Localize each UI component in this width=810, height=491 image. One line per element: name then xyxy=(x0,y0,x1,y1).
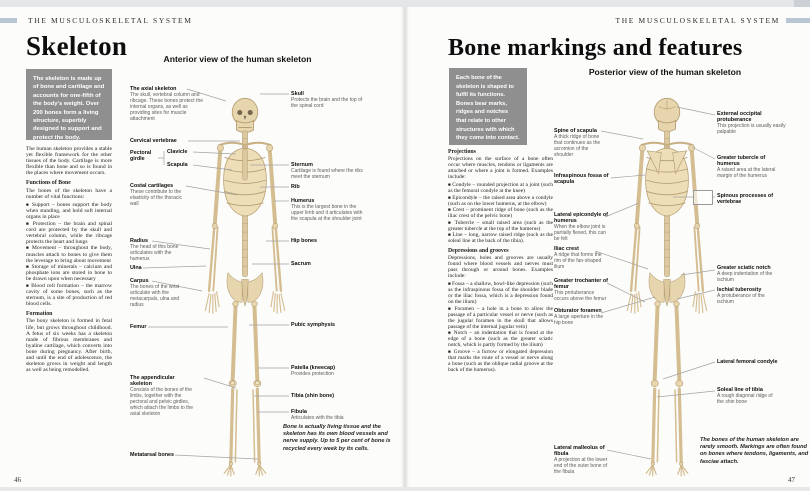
section-heading-projections: Projections xyxy=(448,149,476,155)
page-number-left: 46 xyxy=(14,476,21,484)
page-corner xyxy=(794,0,810,11)
right-page: THE MUSCULOSKELETAL SYSTEM Bone markings… xyxy=(405,7,810,487)
figure-caption-right: The bones of the human skeleton are rare… xyxy=(700,437,809,465)
left-page: THE MUSCULOSKELETAL SYSTEM Skeleton The … xyxy=(0,7,405,487)
label-patella: Patella (kneecap)Provides protection xyxy=(291,365,336,378)
intro-box: The skeleton is made up of bone and cart… xyxy=(26,69,112,141)
section-heading-formation: Formation xyxy=(26,311,53,318)
page-top-edge xyxy=(0,0,810,7)
bullet-item: Protection – the brain and spinal cord a… xyxy=(26,221,112,245)
scapula-left xyxy=(646,150,662,175)
bullet-item: Blood cell formation – the marrow cavity… xyxy=(26,283,112,307)
section-lead: Projections on the surface of a bone oft… xyxy=(448,156,553,180)
skull-suture xyxy=(658,99,676,111)
bullet-item: Tubercle – small raised area (such as th… xyxy=(448,220,553,232)
figure-caption-left: Bone is actually living tissue and the s… xyxy=(283,424,391,452)
figure-title-posterior: Posterior view of the human skeleton xyxy=(588,67,742,77)
page-number-right: 47 xyxy=(788,476,795,484)
label-desc: The skull, vertebral column and ribcage.… xyxy=(130,92,204,123)
label-femur: Femur xyxy=(130,324,147,330)
page-header-right: THE MUSCULOSKELETAL SYSTEM xyxy=(405,13,810,27)
label-ulna: Ulna xyxy=(130,265,142,271)
header-title: THE MUSCULOSKELETAL SYSTEM xyxy=(28,16,193,25)
label-rib: Rib xyxy=(291,184,300,190)
bullet-item: Epicondyle – the raised area above a con… xyxy=(448,195,553,207)
section-heading-functions: Functions of Bone xyxy=(26,180,71,187)
label-hip-bones: Hip bones xyxy=(291,238,318,244)
label-name: The axial skeleton xyxy=(130,86,177,92)
bullet-item: Foramen – a hole in a bone to allow the … xyxy=(448,306,553,330)
header-accent-bar xyxy=(786,18,810,23)
header-accent-bar xyxy=(0,18,17,23)
section-heading-depressions: Depressions and grooves xyxy=(448,248,509,254)
eye-socket xyxy=(237,109,243,116)
body-text-column: Projections Projections on the surface o… xyxy=(448,149,553,373)
posterior-skeleton-illustration xyxy=(626,97,708,477)
label-sacrum: Sacrum xyxy=(291,261,311,267)
scapula-right xyxy=(672,150,688,175)
label-scapula: Scapula xyxy=(167,162,188,168)
label-tibia: Tibia (shin bone) xyxy=(291,393,335,399)
label-pectoral-girdle: Pectoral girdle xyxy=(130,150,152,163)
label-clavicle: Clavicle xyxy=(167,149,188,155)
bullet-item: Groove – a furrow or elongated depressio… xyxy=(448,349,553,373)
intro-box: Each bone of the skeleton is shaped to f… xyxy=(449,68,527,145)
left-page-title: Skeleton xyxy=(26,31,128,61)
bullet-item: Line – long, narrow raised ridge (such a… xyxy=(448,232,553,244)
label-pubic-symphysis: Pubic symphysis xyxy=(291,322,336,328)
page-header-left: THE MUSCULOSKELETAL SYSTEM xyxy=(0,13,405,27)
label-cervical-vertebrae: Cervical vertebrae xyxy=(130,138,177,144)
label-lateral-femoral-condyle: Lateral femoral condyle xyxy=(717,359,778,365)
bullet-item: Crest – prominent ridge of bone (such as… xyxy=(448,207,553,219)
bullet-item: Support – bones support the body when st… xyxy=(26,202,112,220)
anterior-skeleton-illustration xyxy=(204,97,286,477)
intro-paragraph: The human skeleton provides a stable yet… xyxy=(26,146,112,177)
section-lead: Depressions, holes and grooves are usual… xyxy=(448,255,553,279)
bullet-item: Condyle – rounded projection at a joint … xyxy=(448,182,553,194)
spine-detail-box xyxy=(693,190,713,205)
page-bottom-edge xyxy=(0,487,810,491)
right-page-title: Bone markings and features xyxy=(448,35,743,61)
label-infraspinous-fossa: Infraspinous fossa of scapula xyxy=(554,173,609,186)
header-title: THE MUSCULOSKELETAL SYSTEM xyxy=(615,16,780,25)
bullet-item: Notch – an indentation that is found at … xyxy=(448,330,553,348)
bullet-item: Fossa – a shallow, bowl-like depression … xyxy=(448,281,553,305)
label-spinous-processes: Spinous processes of vertebrae xyxy=(717,193,774,206)
section-lead: The bones of the skeleton have a number … xyxy=(26,187,112,200)
label-metatarsal-bones: Metatarsal bones xyxy=(130,452,175,458)
patella xyxy=(230,380,235,386)
formation-paragraph: The bony skeleton is formed in fetal lif… xyxy=(26,318,112,374)
figure-title-anterior: Anterior view of the human skeleton xyxy=(163,54,312,64)
body-text-column: The human skeleton provides a stable yet… xyxy=(26,146,112,375)
bullet-item: Movement – throughout the body, muscles … xyxy=(26,245,112,263)
bullet-item: Storage of minerals – calcium and phosph… xyxy=(26,264,112,282)
